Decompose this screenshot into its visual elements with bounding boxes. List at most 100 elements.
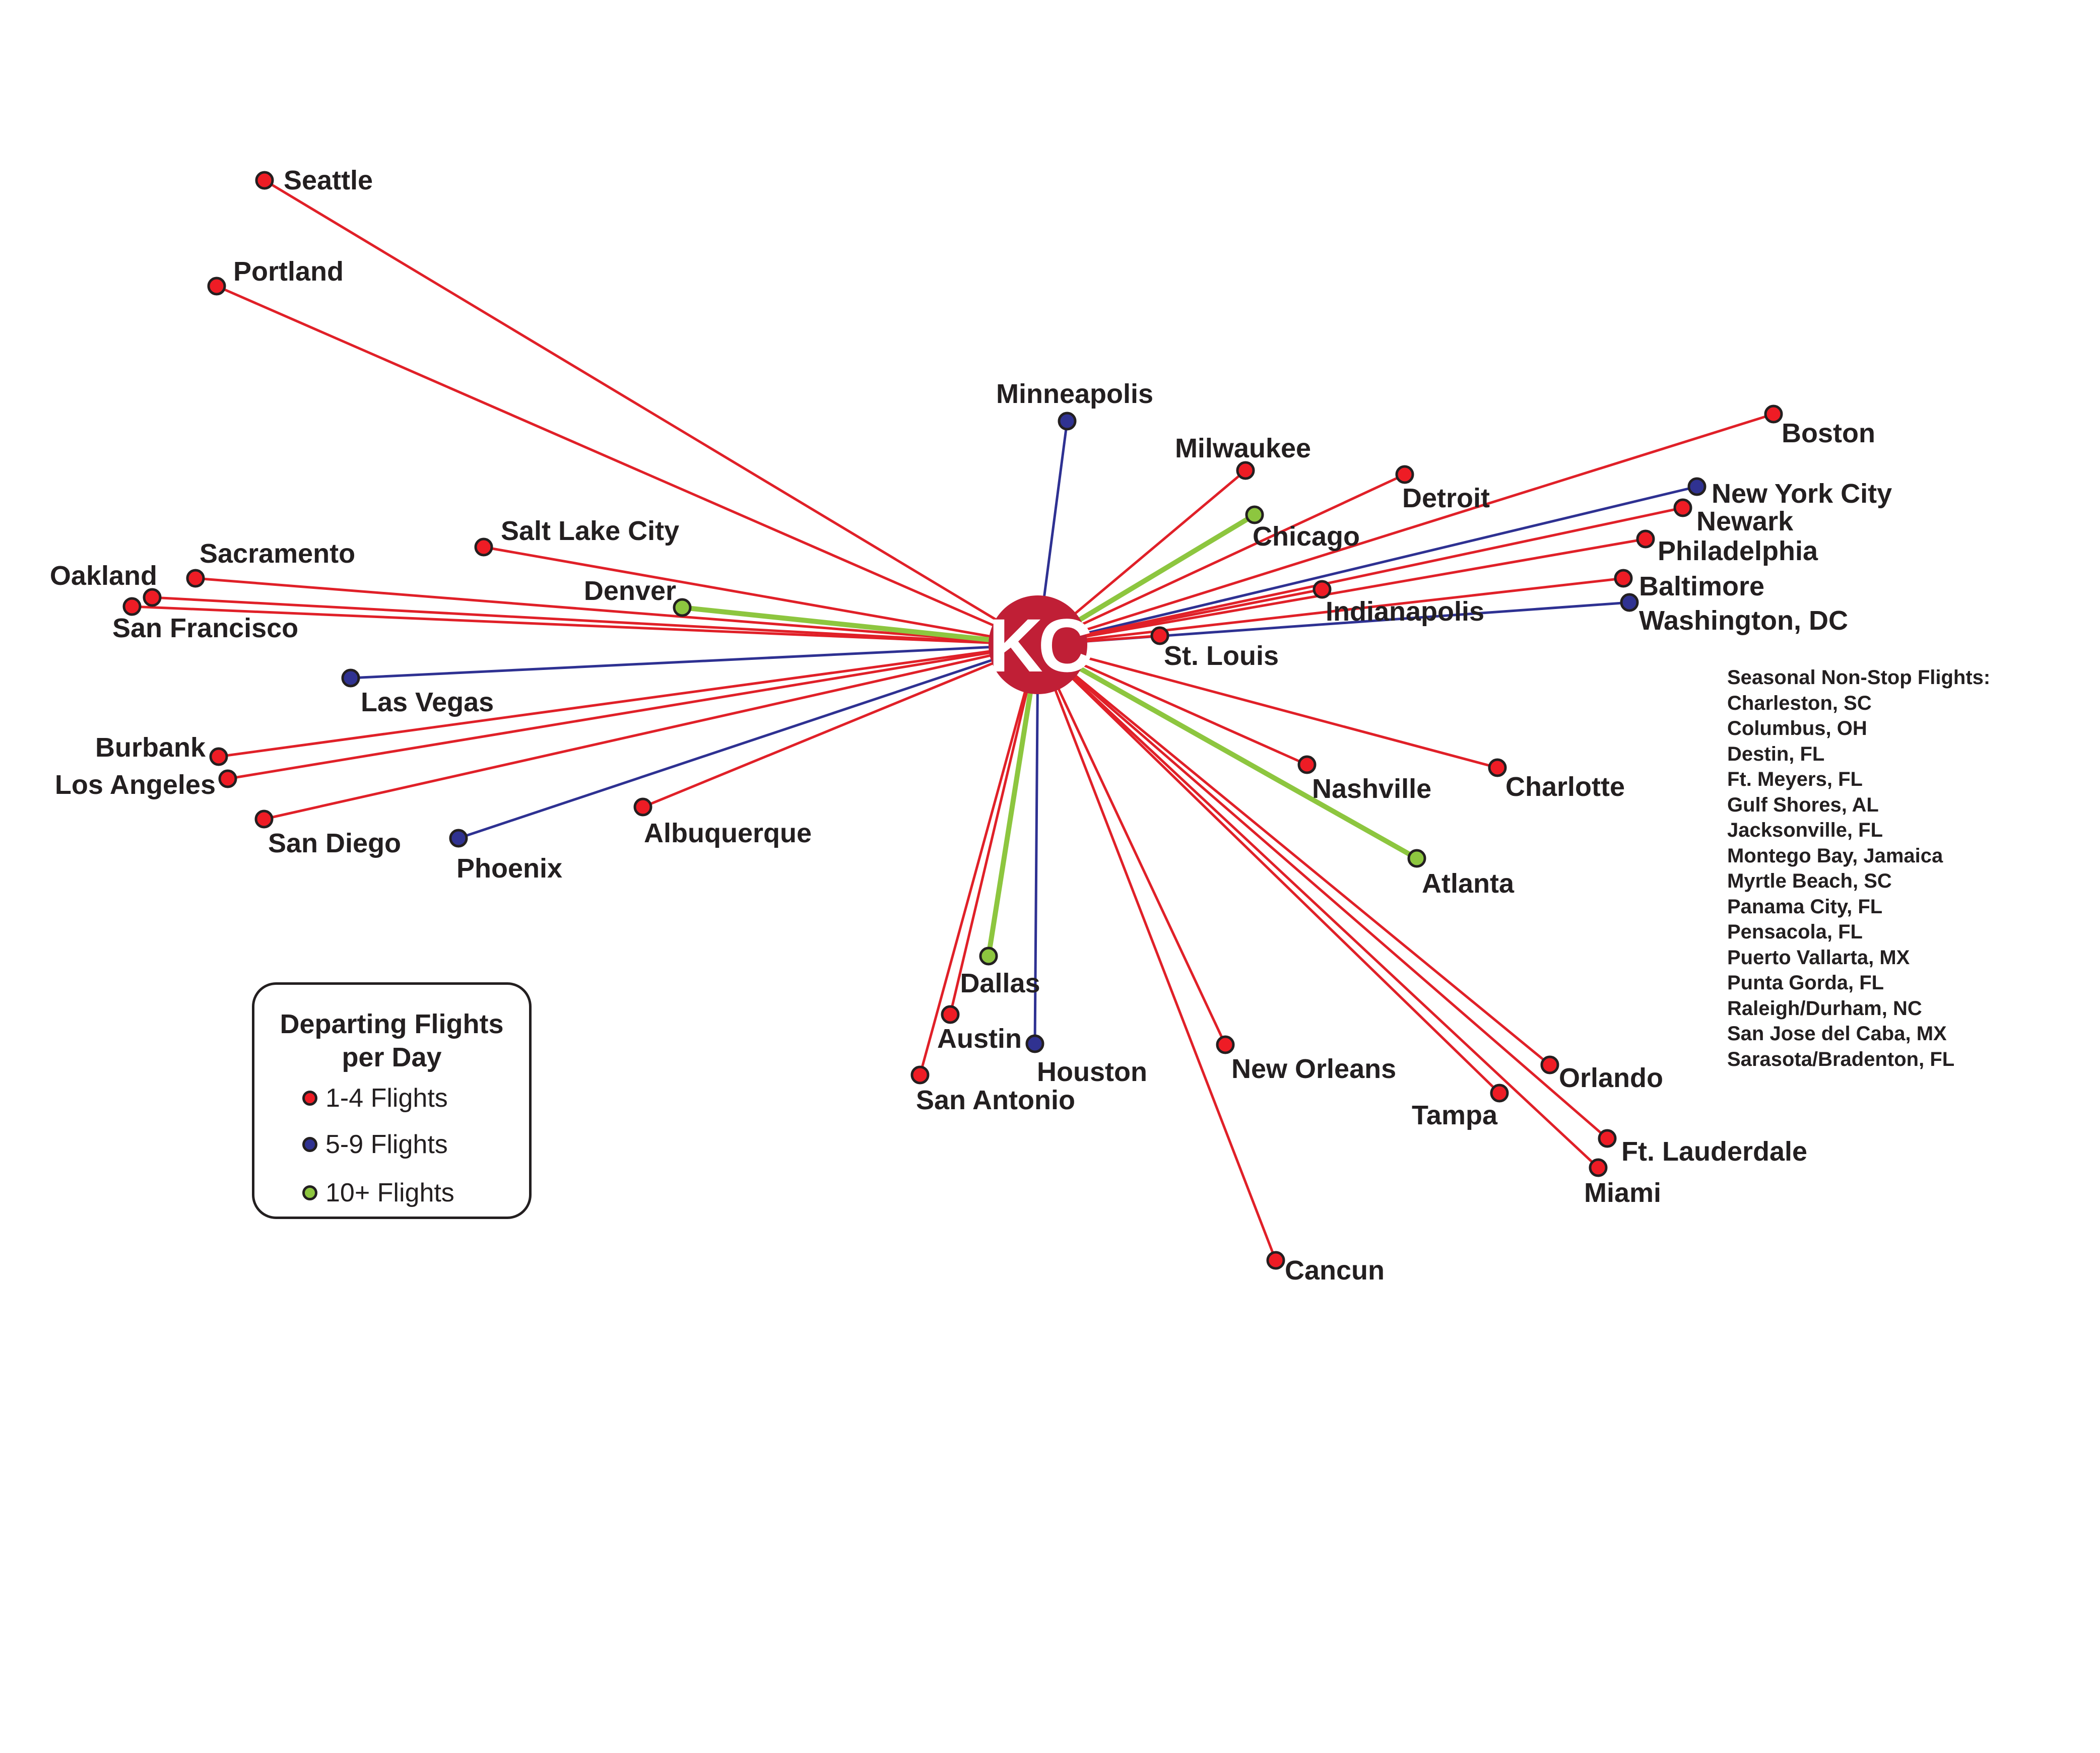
- city-node-detroit: [1395, 465, 1414, 484]
- city-node-san-antonio: [910, 1065, 930, 1085]
- city-label-nashville: Nashville: [1312, 774, 1431, 804]
- seasonal-item: Ft. Meyers, FL: [1727, 768, 1863, 790]
- city-label-charlotte: Charlotte: [1505, 772, 1625, 802]
- seasonal-title: Seasonal Non-Stop Flights:: [1727, 666, 1991, 689]
- city-node-denver: [673, 598, 692, 617]
- city-label-dallas: Dallas: [960, 968, 1040, 998]
- route-line-dallas: [986, 644, 1040, 957]
- route-line-portland: [216, 285, 1039, 646]
- city-label-denver: Denver: [584, 576, 676, 606]
- city-node-charlotte: [1488, 758, 1507, 777]
- city-label-seattle: Seattle: [284, 165, 373, 195]
- seasonal-item: Puerto Vallarta, MX: [1727, 946, 1910, 969]
- route-line-philadelphia: [1037, 537, 1646, 646]
- city-label-new-orleans: New Orleans: [1231, 1054, 1396, 1084]
- seasonal-item: Myrtle Beach, SC: [1727, 870, 1892, 892]
- city-node-phoenix: [449, 829, 468, 848]
- city-node-washington-dc: [1620, 593, 1639, 612]
- city-node-san-francisco: [143, 588, 162, 607]
- seasonal-item: Charleston, SC: [1727, 692, 1872, 714]
- city-label-tampa: Tampa: [1412, 1100, 1498, 1130]
- city-label-new-york-city: New York City: [1712, 479, 1892, 509]
- legend-title: Departing Flights per Day: [254, 1007, 529, 1074]
- city-label-sacramento: Sacramento: [200, 538, 355, 569]
- legend-dot-red: [302, 1091, 317, 1106]
- city-node-albuquerque: [633, 797, 652, 817]
- city-node-tampa: [1490, 1084, 1509, 1103]
- route-line-san-antonio: [918, 644, 1039, 1075]
- seasonal-item: Columbus, OH: [1727, 717, 1867, 739]
- city-label-portland: Portland: [233, 256, 344, 287]
- city-label-salt-lake-city: Salt Lake City: [501, 516, 679, 546]
- seasonal-item: Sarasota/Bradenton, FL: [1727, 1048, 1955, 1070]
- seasonal-item: San Jose del Caba, MX: [1727, 1023, 1947, 1045]
- route-line-orlando: [1037, 644, 1551, 1066]
- legend: Departing Flights per Day 1-4 Flights 5-…: [252, 982, 532, 1219]
- city-node-miami: [1589, 1158, 1608, 1177]
- route-line-oakland: [132, 605, 1038, 646]
- city-label-atlanta: Atlanta: [1422, 868, 1515, 899]
- seasonal-item: Punta Gorda, FL: [1727, 972, 1884, 994]
- route-line-salt-lake-city: [483, 546, 1038, 646]
- legend-title-line-2: per Day: [342, 1042, 442, 1072]
- legend-label-high: 10+ Flights: [325, 1178, 454, 1207]
- city-label-boston: Boston: [1782, 418, 1875, 448]
- seasonal-item: Panama City, FL: [1727, 895, 1883, 918]
- city-label-detroit: Detroit: [1402, 483, 1490, 513]
- legend-title-line-1: Departing Flights: [280, 1009, 504, 1039]
- city-node-san-diego: [254, 810, 274, 829]
- destination-labels: SeattlePortlandMinneapolisMilwaukeeDetro…: [50, 165, 1892, 1286]
- legend-dot-blue: [302, 1137, 317, 1152]
- hub-label: KC: [989, 603, 1091, 688]
- route-line-burbank: [218, 643, 1038, 758]
- route-line-tampa: [1037, 644, 1500, 1094]
- city-node-salt-lake-city: [474, 537, 493, 557]
- city-label-oakland: Oakland: [50, 561, 157, 591]
- city-node-burbank: [209, 747, 228, 766]
- route-line-los-angeles: [227, 643, 1038, 780]
- seasonal-item: Pensacola, FL: [1727, 921, 1863, 943]
- route-line-las-vegas: [350, 643, 1038, 680]
- city-label-san-diego: San Diego: [268, 828, 401, 858]
- city-label-minneapolis: Minneapolis: [996, 379, 1153, 409]
- city-label-st-louis: St. Louis: [1164, 641, 1279, 671]
- seasonal-item: Jacksonville, FL: [1727, 819, 1883, 841]
- route-line-houston: [1033, 644, 1039, 1044]
- city-node-dallas: [979, 947, 998, 966]
- city-label-cancun: Cancun: [1285, 1255, 1385, 1286]
- city-node-nashville: [1297, 755, 1317, 774]
- route-line-boston: [1037, 413, 1774, 646]
- route-line-detroit: [1037, 473, 1406, 646]
- city-node-los-angeles: [218, 769, 237, 788]
- route-line-cancun: [1036, 644, 1277, 1261]
- seasonal-flights-list: Seasonal Non-Stop Flights: Charleston, S…: [1727, 665, 2080, 1072]
- city-node-cancun: [1266, 1251, 1285, 1270]
- city-node-ft-lauderdale: [1598, 1129, 1617, 1148]
- city-node-oakland: [122, 597, 142, 616]
- city-node-orlando: [1540, 1055, 1559, 1074]
- city-label-indianapolis: Indianapolis: [1326, 596, 1484, 627]
- city-node-st-louis: [1150, 626, 1169, 645]
- city-node-las-vegas: [341, 668, 360, 688]
- city-label-houston: Houston: [1037, 1057, 1147, 1087]
- city-label-miami: Miami: [1584, 1178, 1661, 1208]
- city-label-los-angeles: Los Angeles: [55, 770, 216, 800]
- city-label-newark: Newark: [1696, 506, 1794, 536]
- city-node-newark: [1673, 498, 1692, 517]
- route-line-austin: [949, 644, 1039, 1015]
- route-line-baltimore: [1037, 577, 1624, 646]
- city-node-new-orleans: [1216, 1035, 1235, 1054]
- city-node-baltimore: [1614, 569, 1633, 588]
- route-line-ft-lauderdale: [1037, 644, 1608, 1139]
- city-node-portland: [207, 277, 226, 296]
- city-node-austin: [941, 1005, 960, 1024]
- city-label-washington-dc: Washington, DC: [1639, 605, 1848, 636]
- legend-item-high: 10+ Flights: [302, 1178, 454, 1208]
- city-label-orlando: Orlando: [1559, 1063, 1663, 1093]
- route-line-denver: [682, 605, 1038, 647]
- hub-circle: [989, 595, 1087, 694]
- city-node-seattle: [255, 171, 274, 190]
- legend-label-mid: 5-9 Flights: [325, 1130, 448, 1159]
- city-label-chicago: Chicago: [1253, 521, 1360, 552]
